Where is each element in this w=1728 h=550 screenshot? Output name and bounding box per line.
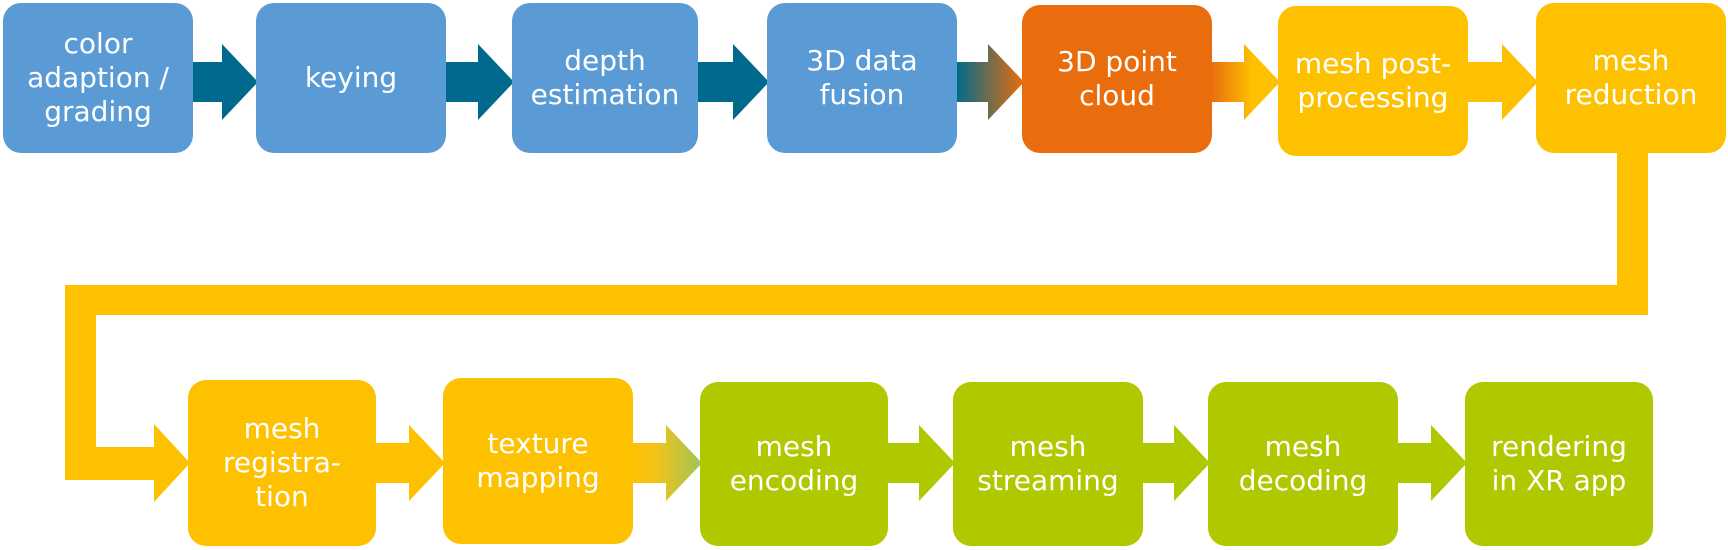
process-box-point-cloud: 3D point cloud bbox=[1022, 5, 1212, 153]
arrow-keying-to-depth-estimation bbox=[445, 44, 514, 120]
arrow-color-grading-to-keying bbox=[192, 44, 258, 120]
process-box-mesh-encoding: mesh encoding bbox=[700, 382, 888, 546]
process-box-mesh-registration: mesh registra- tion bbox=[188, 380, 376, 546]
process-box-color-grading: color adaption / grading bbox=[3, 3, 193, 153]
arrow-mesh-encoding-to-mesh-streaming bbox=[887, 425, 955, 501]
arrow-mesh-post-processing-to-mesh-reduction bbox=[1467, 44, 1538, 120]
process-label: depth estimation bbox=[530, 44, 680, 111]
process-label: mesh reduction bbox=[1564, 44, 1698, 111]
process-box-depth-estimation: depth estimation bbox=[512, 3, 698, 153]
process-box-mesh-streaming: mesh streaming bbox=[953, 382, 1143, 546]
process-box-keying: keying bbox=[256, 3, 446, 153]
process-label: 3D point cloud bbox=[1057, 45, 1177, 112]
process-box-data-fusion: 3D data fusion bbox=[767, 3, 957, 153]
arrow-mesh-streaming-to-mesh-decoding bbox=[1141, 425, 1210, 501]
process-label: mesh decoding bbox=[1238, 430, 1368, 497]
arrow-point-cloud-to-mesh-post-processing bbox=[1211, 44, 1280, 120]
arrow-data-fusion-to-point-cloud bbox=[956, 44, 1024, 120]
process-box-mesh-post-processing: mesh post- processing bbox=[1278, 6, 1468, 156]
arrow-depth-estimation-to-data-fusion bbox=[697, 44, 769, 120]
process-label: mesh post- processing bbox=[1294, 47, 1452, 114]
process-label: 3D data fusion bbox=[806, 44, 918, 111]
arrow-mesh-decoding-to-rendering bbox=[1396, 425, 1467, 501]
process-box-mesh-reduction: mesh reduction bbox=[1536, 3, 1726, 153]
process-box-rendering: rendering in XR app bbox=[1465, 382, 1653, 546]
process-box-mesh-decoding: mesh decoding bbox=[1208, 382, 1398, 546]
arrow-mesh-registration-to-texture-mapping bbox=[374, 425, 445, 501]
process-label: texture mapping bbox=[476, 427, 600, 494]
process-box-texture-mapping: texture mapping bbox=[443, 378, 633, 544]
process-label: rendering in XR app bbox=[1491, 430, 1627, 497]
process-label: keying bbox=[304, 61, 398, 94]
process-label: mesh registra- tion bbox=[222, 412, 341, 513]
process-label: mesh streaming bbox=[977, 430, 1119, 497]
process-label: color adaption / grading bbox=[27, 27, 169, 128]
arrow-texture-mapping-to-mesh-encoding bbox=[632, 425, 702, 501]
process-label: mesh encoding bbox=[729, 430, 859, 497]
